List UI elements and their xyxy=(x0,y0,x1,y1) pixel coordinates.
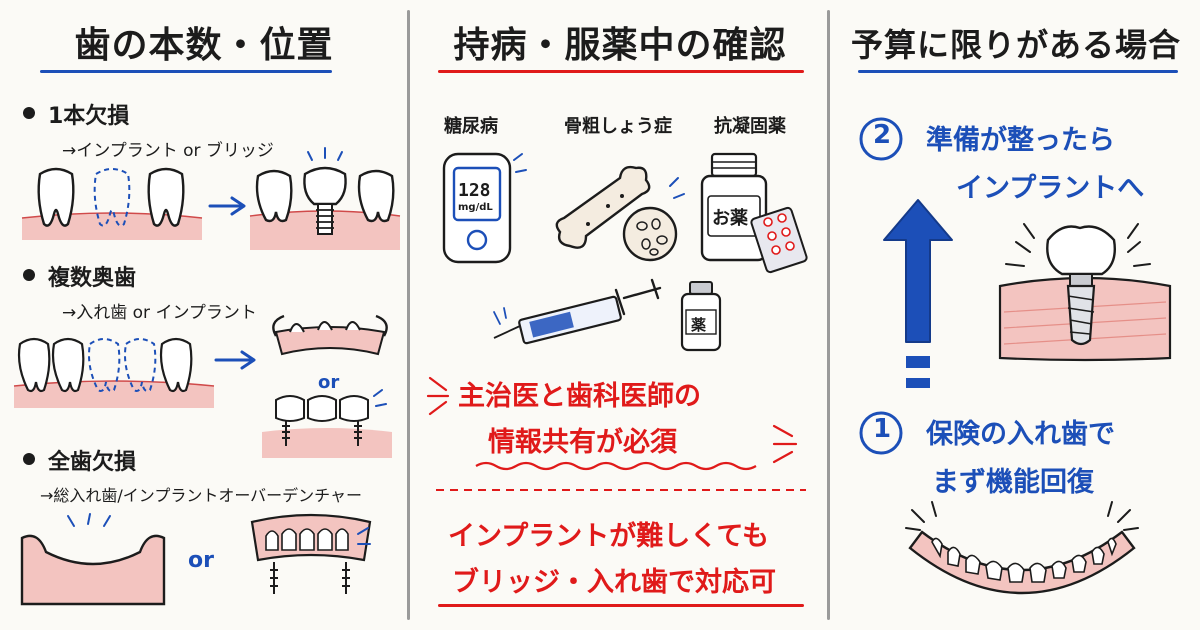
column-medical-conditions: 持病・服薬中の確認 糖尿病 骨粗しょう症 抗凝固薬 128 mg/dL xyxy=(412,0,828,630)
case-title-multiple-molars: 複数奥歯 xyxy=(48,266,137,291)
case-option-full-edentulous: →総入れ歯/インプラントオーバーデンチャー xyxy=(40,486,362,505)
column-limited-budget: 予算に限りがある場合 2 準備が整ったら インプラントへ 1 保険の入れ歯で ま… xyxy=(832,0,1200,630)
column-divider-right xyxy=(827,10,830,620)
note-alternative-line2: ブリッジ・入れ歯で対応可 xyxy=(452,567,776,598)
heading-teeth-count: 歯の本数・位置 xyxy=(74,25,334,66)
syringe-icon xyxy=(493,278,662,345)
step-2-circle-icon xyxy=(859,117,903,161)
single-missing-tooth-illustration xyxy=(21,167,203,240)
wavy-underline xyxy=(475,461,757,471)
note-info-sharing-line2: 情報共有が必須 xyxy=(488,427,677,458)
case-title-single: 1本欠損 xyxy=(48,104,130,129)
label-anticoagulant: 抗凝固薬 xyxy=(714,116,786,137)
glucose-unit: mg/dL xyxy=(458,202,493,213)
dashed-separator xyxy=(436,489,806,491)
case-title-full-edentulous: 全歯欠損 xyxy=(48,450,137,475)
bridge-implant-illustration xyxy=(249,147,401,250)
medicine-bottle-label: お薬 xyxy=(712,208,748,229)
label-osteoporosis: 骨粗しょう症 xyxy=(564,116,672,137)
or-label: or xyxy=(318,372,340,393)
step-2-line2: インプラントへ xyxy=(956,173,1145,204)
edentulous-ridge-illustration xyxy=(20,513,166,606)
heading-underline xyxy=(858,70,1178,73)
step-1-circle-icon xyxy=(859,411,903,455)
arrow-up-icon xyxy=(883,199,953,388)
note-info-sharing-line1: 主治医と歯科医師の xyxy=(458,381,701,412)
case-option-multiple-molars: →入れ歯 or インプラント xyxy=(62,303,257,323)
medicine-vial-icon xyxy=(680,281,722,352)
step-1-line2: まず機能回復 xyxy=(932,467,1094,498)
bone-icon xyxy=(555,165,685,262)
step-2-number: 2 xyxy=(873,120,892,150)
heading-underline xyxy=(40,70,332,73)
note-alternative-line1: インプラントが難しくても xyxy=(448,521,770,552)
bullet-icon xyxy=(23,107,35,119)
or-label: or xyxy=(188,548,214,573)
partial-denture-illustration xyxy=(272,314,388,356)
medicine-bottle-icon xyxy=(700,152,808,274)
heading-medical-check: 持病・服薬中の確認 xyxy=(453,25,787,66)
bullet-icon xyxy=(23,269,35,281)
emphasis-marks-icon xyxy=(426,376,450,416)
note-underline xyxy=(438,604,804,607)
medicine-vial-label: 薬 xyxy=(691,316,707,334)
dental-implant-illustration xyxy=(998,223,1172,362)
implant-bridge-illustration xyxy=(262,389,392,458)
implant-overdenture-illustration xyxy=(250,513,372,594)
step-1-number: 1 xyxy=(873,414,892,444)
bullet-icon xyxy=(23,453,35,465)
column-teeth-count-position: 歯の本数・位置 1本欠損 →インプラント or ブリッジ 複数奥歯 →入れ歯 o… xyxy=(0,0,408,630)
column-divider-left xyxy=(407,10,410,620)
multiple-missing-molars-illustration xyxy=(13,337,215,408)
arrow-right-icon xyxy=(208,196,246,216)
heading-limited-budget: 予算に限りがある場合 xyxy=(850,26,1181,64)
step-2-line1: 準備が整ったら xyxy=(926,125,1115,156)
glucose-reading: 128 xyxy=(458,180,491,201)
glucose-meter-icon xyxy=(442,152,527,264)
heading-underline xyxy=(438,70,804,73)
insurance-denture-illustration xyxy=(905,501,1139,595)
emphasis-marks-icon xyxy=(772,424,798,464)
case-option-single: →インプラント or ブリッジ xyxy=(62,141,274,161)
arrow-right-icon xyxy=(214,350,256,370)
step-1-line1: 保険の入れ歯で xyxy=(926,419,1115,450)
label-diabetes: 糖尿病 xyxy=(444,116,498,137)
